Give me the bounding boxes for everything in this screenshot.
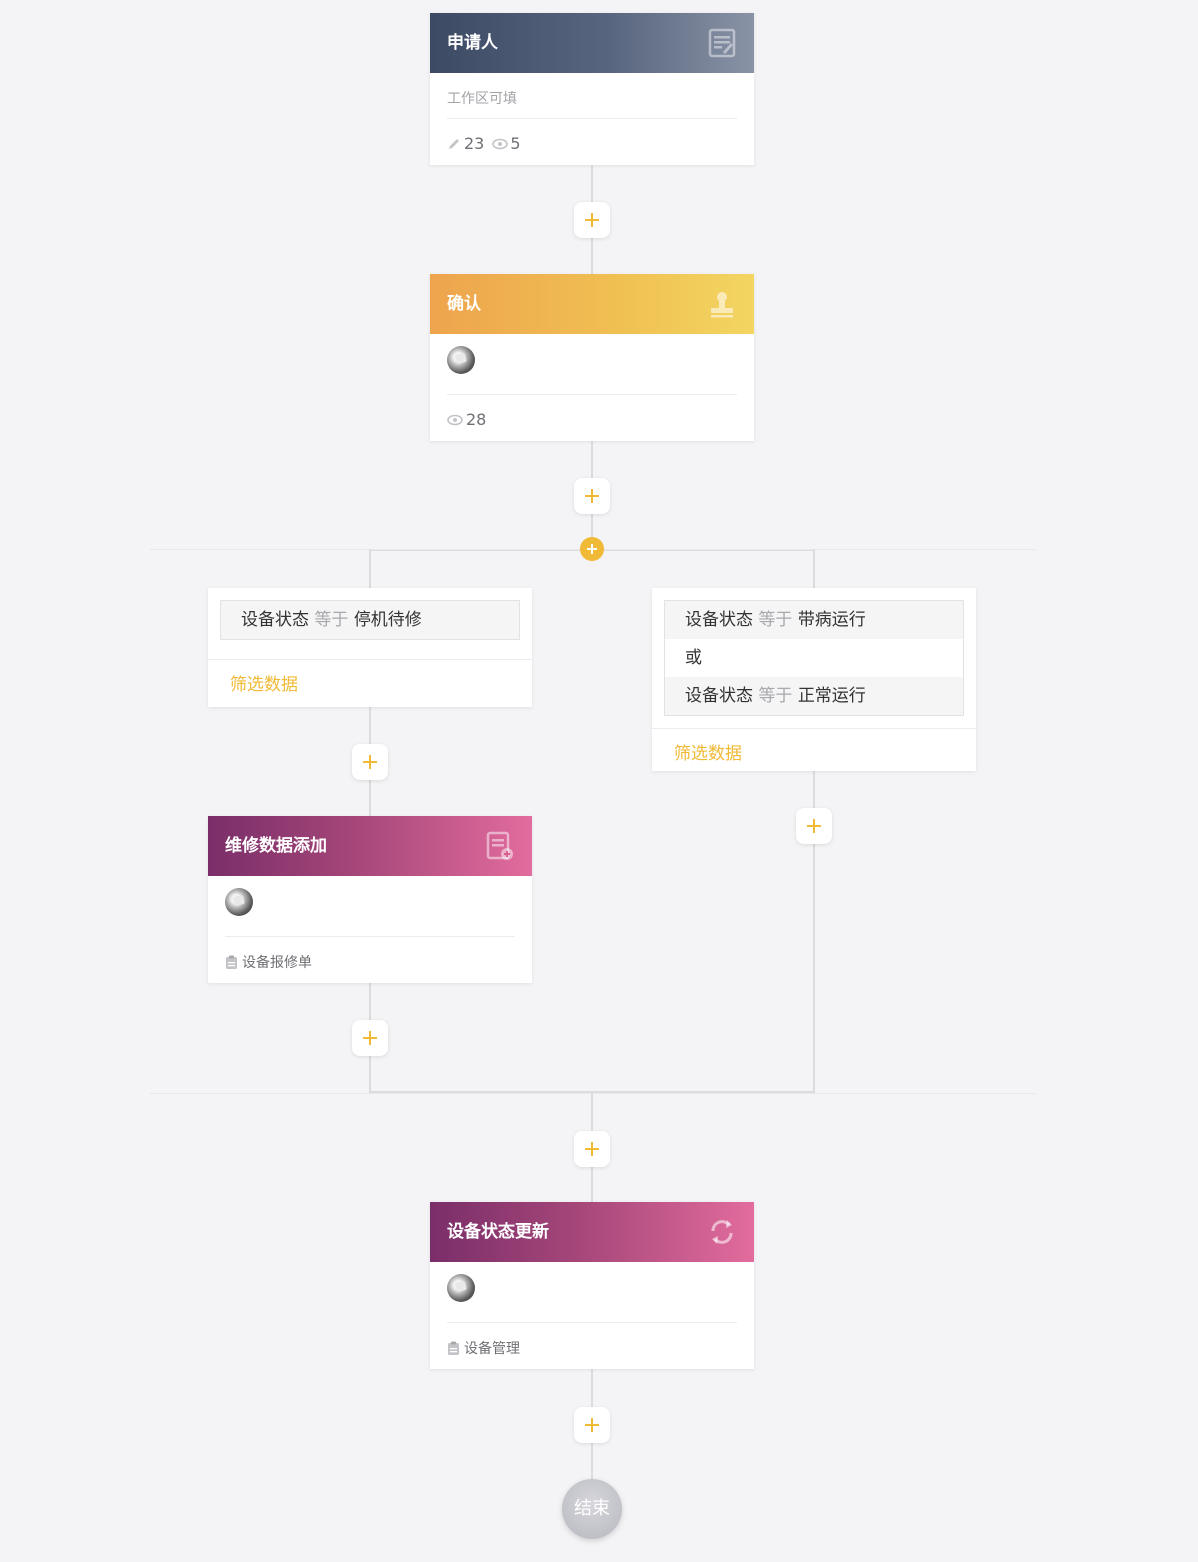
divider (652, 728, 976, 729)
node-stats: 23 5 (447, 134, 737, 153)
add-node-button[interactable] (352, 1020, 388, 1056)
condition-field: 设备状态 (685, 610, 753, 630)
connector (813, 549, 815, 589)
divider (447, 1322, 737, 1323)
node-title: 设备状态更新 (447, 1222, 549, 1242)
branch-condition-left[interactable]: 设备状态 等于 停机待修 筛选数据 (208, 588, 532, 707)
condition-operator: 等于 (758, 686, 793, 706)
node-stats: 28 (447, 410, 737, 429)
add-node-button[interactable] (796, 808, 832, 844)
condition-value: 带病运行 (797, 610, 866, 630)
add-node-button[interactable] (574, 478, 610, 514)
avatar (447, 346, 475, 374)
pencil-icon (449, 138, 459, 149)
applicant-node-header: 申请人 (430, 13, 754, 73)
condition-box: 设备状态 等于 带病运行 或 设备状态 等于 正常运行 (664, 600, 964, 716)
repair-add-node-header: 维修数据添加 (208, 816, 532, 876)
add-node-button[interactable] (352, 744, 388, 780)
condition-row: 设备状态 等于 正常运行 (665, 677, 963, 715)
add-node-button[interactable] (574, 1407, 610, 1443)
condition-operator: 等于 (314, 610, 349, 630)
condition-value: 正常运行 (797, 686, 866, 706)
condition-value: 停机待修 (353, 610, 422, 630)
divider (225, 936, 515, 937)
divider (447, 394, 737, 395)
node-form: 设备报修单 (225, 952, 515, 972)
eye-icon (492, 138, 509, 149)
status-update-node-header: 设备状态更新 (430, 1202, 754, 1262)
view-count: 5 (510, 134, 521, 153)
condition-box: 设备状态 等于 停机待修 (220, 600, 520, 640)
condition-field: 设备状态 (241, 610, 309, 630)
form-name: 设备报修单 (242, 955, 312, 971)
eye-icon (447, 414, 463, 425)
node-title: 申请人 (447, 33, 498, 53)
clipboard-icon (448, 1341, 459, 1355)
add-node-button[interactable] (574, 202, 610, 238)
add-node-button[interactable] (574, 1131, 610, 1167)
view-count: 28 (466, 410, 487, 429)
filter-data-link[interactable]: 筛选数据 (674, 744, 742, 764)
condition-operator: 等于 (758, 610, 793, 630)
condition-row: 设备状态 等于 带病运行 (665, 601, 963, 639)
condition-or-label: 或 (665, 639, 963, 677)
condition-field: 设备状态 (685, 686, 753, 706)
end-node: 结束 (562, 1479, 622, 1539)
repair-add-node[interactable]: 维修数据添加 设备报修单 (208, 816, 532, 983)
node-subtitle: 工作区可填 (447, 91, 517, 107)
confirm-node-header: 确认 (430, 274, 754, 334)
filter-data-link[interactable]: 筛选数据 (230, 675, 298, 695)
connector (369, 549, 371, 589)
avatar (225, 888, 253, 916)
confirm-node[interactable]: 确认 28 (430, 274, 754, 441)
node-title: 确认 (447, 294, 481, 314)
form-name: 设备管理 (464, 1341, 520, 1357)
divider (208, 659, 532, 660)
node-title: 维修数据添加 (225, 836, 327, 856)
status-update-node[interactable]: 设备状态更新 设备管理 (430, 1202, 754, 1369)
avatar (447, 1274, 475, 1302)
branch-condition-right[interactable]: 设备状态 等于 带病运行 或 设备状态 等于 正常运行 筛选数据 (652, 588, 976, 771)
clipboard-icon (226, 955, 237, 969)
form-edit-icon (708, 28, 736, 58)
stamp-icon (711, 292, 733, 318)
sync-icon (711, 1220, 733, 1244)
node-form: 设备管理 (447, 1338, 737, 1358)
edit-count: 23 (464, 134, 485, 153)
condition-row: 设备状态 等于 停机待修 (221, 601, 519, 639)
applicant-node[interactable]: 申请人 工作区可填 23 5 (430, 13, 754, 165)
divider (447, 118, 737, 119)
add-record-icon (486, 831, 513, 860)
connector (813, 771, 815, 1093)
add-branch-button[interactable] (580, 537, 604, 561)
